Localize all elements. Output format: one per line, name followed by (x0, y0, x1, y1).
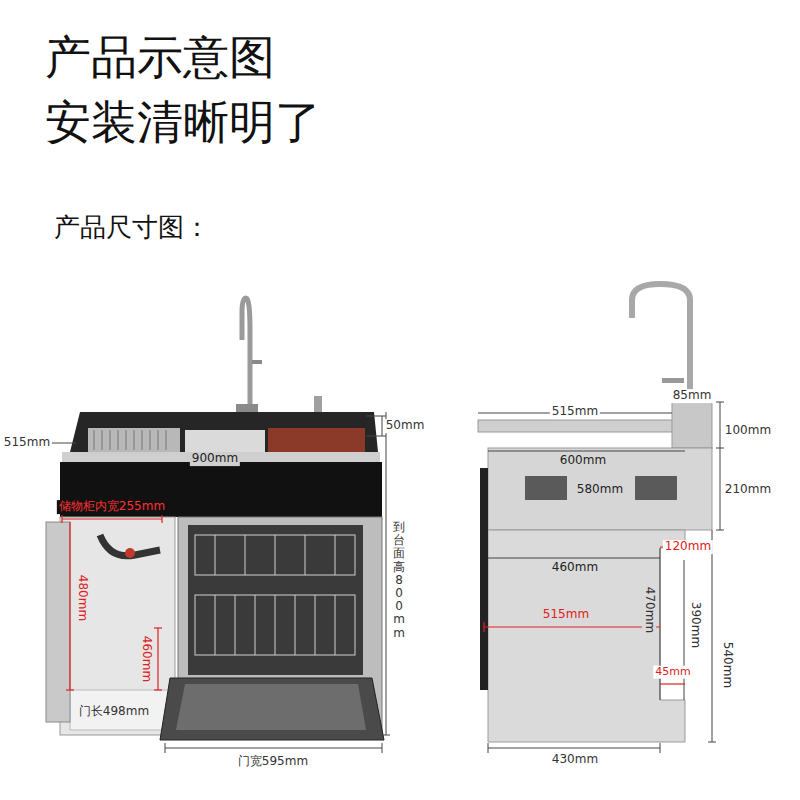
handle (635, 476, 677, 500)
dimension-label: 460mm (550, 561, 600, 575)
dimension-label: 85mm (671, 389, 714, 403)
dimension-label: 460mm (139, 634, 153, 684)
dimension-label: 515mm (2, 436, 52, 450)
sink-bowl (88, 428, 180, 452)
dimension-label: 470mm (642, 585, 656, 635)
dimension-lines (52, 412, 390, 753)
dishwasher-door (160, 678, 384, 740)
storage-cabinet (60, 517, 175, 735)
dimension-label: 100mm (723, 424, 773, 438)
dimension-label: 50mm (384, 419, 427, 433)
dimension-label: 到台面高800mm (393, 521, 405, 640)
cabinet-side (488, 530, 685, 742)
red-dimension-lines (484, 547, 712, 684)
dimension-label: 515mm (541, 608, 591, 622)
door-inner (176, 684, 366, 730)
faucet (242, 298, 250, 412)
dimension-lines (478, 396, 724, 753)
dimension-label: 600mm (558, 454, 608, 468)
dimension-label: 储物柜内宽255mm (57, 500, 167, 514)
front-strip (480, 468, 488, 690)
faucet-base (236, 404, 258, 413)
soap-dispenser (314, 396, 322, 412)
dimension-label: 门长498mm (77, 705, 151, 719)
dimension-label: 120mm (663, 540, 713, 554)
dimension-label: 540mm (720, 640, 734, 690)
dimension-label: 515mm (550, 405, 600, 419)
handle (525, 476, 567, 500)
back-deck (672, 402, 712, 448)
faucet (632, 284, 690, 400)
pipe-valve (125, 548, 135, 558)
dish-racks (195, 535, 355, 655)
sink-unit-front (46, 298, 384, 740)
dimension-label: 45mm (653, 666, 692, 679)
page-title: 产品示意图 安装清晰明了 (45, 25, 326, 155)
red-dimension-lines (62, 515, 162, 690)
section-heading: 产品尺寸图： (52, 213, 212, 243)
dimension-label: 900mm (190, 452, 240, 466)
dimension-label: 210mm (723, 483, 773, 497)
countertop (70, 412, 378, 452)
faucet-handle (662, 378, 684, 383)
dishwasher-cavity (188, 525, 363, 675)
dimension-label: 门宽595mm (236, 755, 310, 769)
dimension-label: 430mm (550, 753, 600, 767)
cutting-board (268, 428, 365, 452)
faucet-handle (252, 360, 262, 364)
sink-unit-side (478, 284, 712, 742)
dimension-label: 390mm (688, 600, 702, 650)
cabinet-door (46, 522, 70, 722)
drawer-section (488, 448, 712, 530)
dish-rack (94, 430, 166, 450)
sink-bowl (185, 430, 265, 452)
dimension-label: 480mm (75, 573, 89, 623)
countertop (478, 420, 673, 432)
cabinet-floor (70, 690, 170, 730)
dimension-label: 580mm (575, 483, 625, 497)
